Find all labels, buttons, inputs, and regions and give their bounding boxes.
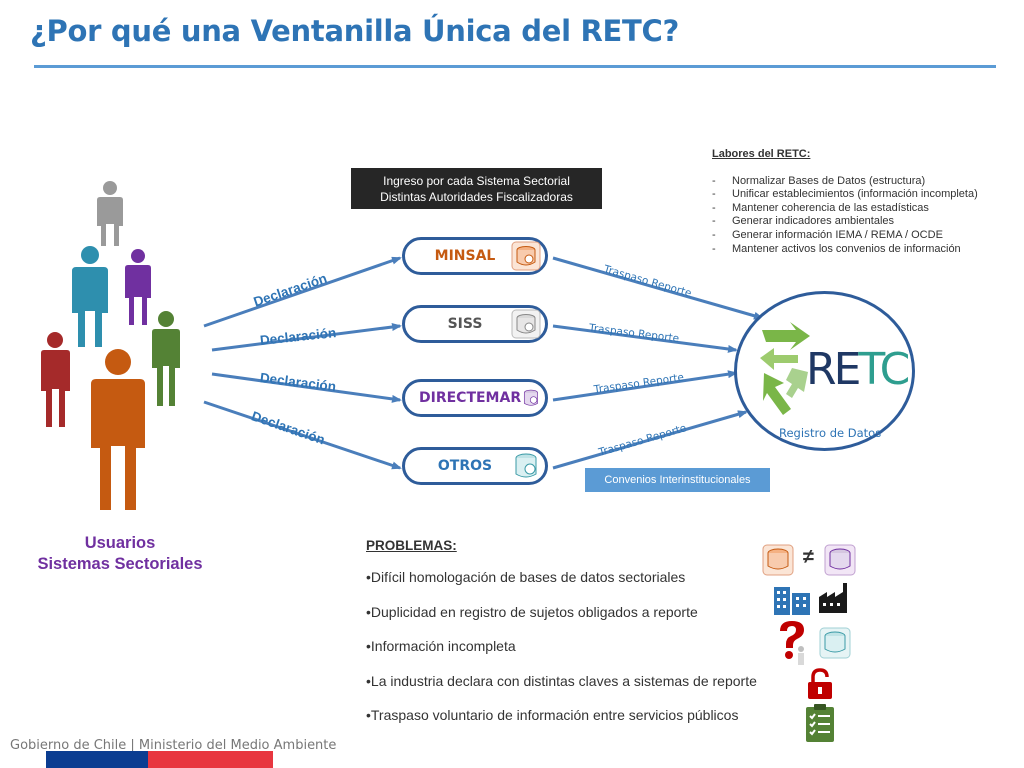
retc-node (734, 291, 915, 451)
convenios-box: Convenios Interinstitucionales (585, 468, 770, 492)
system-node-minsal: MINSAL (402, 237, 548, 275)
problem-item: •Difícil homologación de bases de datos … (366, 569, 686, 585)
declaracion-arrow-otros (203, 400, 402, 470)
person-icon-orange (91, 349, 145, 510)
database-icon-red (762, 544, 794, 576)
labores-item: -Generar indicadores ambientales (712, 215, 895, 228)
person-icon-purple (125, 249, 151, 325)
footer-text: Gobierno de Chile | Ministerio del Medio… (10, 738, 337, 753)
flag-bar-blue (46, 751, 148, 768)
traspaso-arrow-minsal (552, 256, 764, 320)
question-mark-icon (780, 621, 804, 665)
problems-header: PROBLEMAS: (366, 538, 457, 553)
system-label: DIRECTEMAR (419, 390, 522, 406)
retc-recycle-arrows-icon (760, 322, 810, 415)
labores-item: -Mantener coherencia de las estadísticas (712, 201, 929, 214)
problems-section: PROBLEMAS: •Difícil homologación de base… (366, 538, 757, 723)
system-node-siss: SISS (402, 305, 548, 343)
users-label: Usuarios Sistemas Sectoriales (37, 534, 203, 573)
checklist-icon (806, 704, 834, 742)
retc-subtitle: Registro de Datos (779, 426, 882, 440)
database-icon (524, 389, 539, 406)
declaracion-arrow-siss (211, 323, 402, 352)
labores-item: -Generar información IEMA / REMA / OCDE (712, 228, 943, 241)
title-underline (34, 65, 996, 68)
traspaso-arrow-siss (552, 324, 738, 353)
system-node-directemar: DIRECTEMAR (402, 379, 548, 417)
problem-item: •Información incompleta (366, 638, 516, 654)
declaracion-arrow-minsal (203, 256, 402, 328)
labores-item: -Mantener activos los convenios de infor… (712, 242, 961, 255)
database-icon (515, 453, 537, 478)
declaracion-arrow-directemar (211, 372, 402, 403)
system-node-otros: OTROS (402, 447, 548, 485)
database-icon (511, 309, 541, 339)
person-icon-gray (97, 181, 123, 246)
person-icon-teal (72, 246, 108, 347)
traspaso-arrow-directemar (552, 370, 738, 402)
database-icon (511, 241, 541, 271)
database-icon-purple (824, 544, 856, 576)
flag-bar-red (148, 751, 273, 768)
labores-item: -Unificar establecimientos (información … (712, 188, 978, 201)
labores-header: Labores del RETC: (712, 148, 811, 160)
labores-list: Labores del RETC: -Normalizar Bases de D… (712, 148, 978, 256)
person-icon-red (41, 332, 70, 427)
retc-logo: RETC (806, 344, 910, 395)
database-icon-teal (819, 627, 851, 659)
not-equal-icon: ≠ (803, 546, 814, 568)
padlock-icon (808, 668, 832, 699)
ingreso-line: Distintas Autoridades Fiscalizadoras (380, 190, 573, 204)
page-title: ¿Por qué una Ventanilla Única del RETC? (30, 14, 680, 48)
building-icon (774, 587, 810, 615)
system-label: SISS (447, 316, 483, 332)
system-label: OTROS (437, 458, 493, 474)
factory-icon (819, 583, 847, 613)
traspaso-arrow-otros (552, 410, 748, 470)
problem-item: •La industria declara con distintas clav… (366, 673, 757, 689)
problem-item: •Duplicidad en registro de sujetos oblig… (366, 604, 698, 620)
problem-item: •Traspaso voluntario de información entr… (366, 707, 739, 723)
person-icon-green (152, 311, 180, 406)
system-label: MINSAL (434, 248, 496, 264)
ingreso-line: Ingreso por cada Sistema Sectorial (383, 174, 570, 188)
users-group-icon (41, 181, 180, 510)
labores-item: -Normalizar Bases de Datos (estructura) (712, 174, 926, 187)
ingreso-box: Ingreso por cada Sistema Sectorial Disti… (351, 168, 602, 209)
